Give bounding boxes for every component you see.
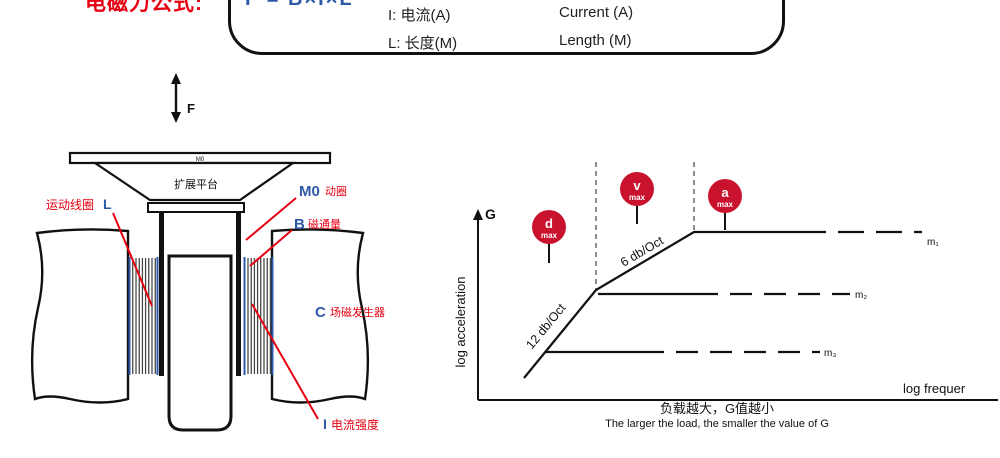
- vmax-letter: v: [633, 178, 641, 193]
- center-pole: [167, 254, 233, 432]
- shaker-diagram: F M0 扩展平台: [30, 73, 385, 432]
- current-symbol: I: [323, 416, 327, 432]
- coil-former-top: [147, 202, 245, 213]
- leader-moving-coil: [112, 212, 153, 307]
- dmax-sub: max: [541, 231, 558, 240]
- coil-former-right-leg: [236, 212, 241, 376]
- field-generator-symbol: C: [315, 304, 326, 321]
- amax-circle: [708, 179, 742, 213]
- force-arrow-label: F: [187, 101, 195, 116]
- expander-platform-label: 扩展平台: [174, 177, 218, 191]
- formula-row-current: I: 电流(A) Current (A): [231, 4, 782, 24]
- left-magnet-block: [30, 228, 130, 404]
- y-axis-arrow: [473, 209, 483, 220]
- leader-flux: [249, 229, 293, 267]
- vmax-circle: [620, 172, 654, 206]
- mass3-label: m₃: [824, 348, 836, 359]
- formula-text: F = B×I×L: [245, 0, 354, 11]
- m0-cn-label: 动圈: [325, 185, 347, 198]
- coil-former-left-leg: [159, 212, 164, 376]
- formula-box: F = B×I×L I: 电流(A) Current (A) L: 长度(M) …: [228, 0, 785, 55]
- slope-12db-label: 12 db/Oct: [523, 301, 569, 352]
- caption-cn: 负载越大，G值越小: [660, 401, 774, 416]
- force-arrow: [171, 73, 181, 123]
- dmax-circle: [532, 210, 566, 244]
- length-cn-label: L: 长度(M): [388, 35, 458, 52]
- right-magnet-block: [270, 228, 370, 404]
- amax-badge: a max: [708, 179, 742, 230]
- current-en-label: Current (A): [559, 4, 634, 21]
- coil-winding-left: [131, 258, 156, 374]
- mass2-label: m₂: [855, 290, 867, 301]
- leader-m0: [245, 197, 297, 241]
- formula-heading: 电磁力公式:: [85, 0, 203, 15]
- flux-cn-label: 磁通量: [308, 218, 341, 231]
- vmax-sub: max: [629, 193, 646, 202]
- dmax-letter: d: [545, 216, 553, 231]
- moving-coil-symbol: L: [103, 196, 112, 212]
- formula-row-length: L: 长度(M) Length (M): [231, 32, 782, 52]
- g-axis-label: G: [485, 206, 496, 222]
- field-generator-cn-label: 场磁发生器: [330, 305, 385, 319]
- response-curve: [523, 230, 800, 379]
- flux-symbol: B: [294, 216, 305, 233]
- vmax-badge: v max: [620, 172, 654, 224]
- amax-letter: a: [721, 185, 729, 200]
- current-cn-label: 电流强度: [331, 417, 379, 432]
- m0-symbol: M0: [299, 183, 320, 200]
- x-axis-title: log frequer: [903, 381, 966, 396]
- length-en-label: Length (M): [559, 32, 632, 49]
- frequency-chart: G log acceleration log frequer m₁ m₂ m₃ …: [453, 162, 998, 430]
- dmax-badge: d max: [532, 210, 566, 263]
- moving-coil-cn-label: 运动线圈: [46, 198, 94, 212]
- amax-sub: max: [717, 200, 734, 209]
- y-axis-title: log acceleration: [453, 276, 468, 367]
- current-cn-label: I: 电流(A): [388, 7, 451, 24]
- mass1-label: m₁: [927, 237, 939, 248]
- caption-en: The larger the load, the smaller the val…: [605, 418, 829, 430]
- table-top-text: M0: [196, 157, 205, 163]
- leader-current: [251, 303, 319, 420]
- expander-platform: [91, 161, 297, 202]
